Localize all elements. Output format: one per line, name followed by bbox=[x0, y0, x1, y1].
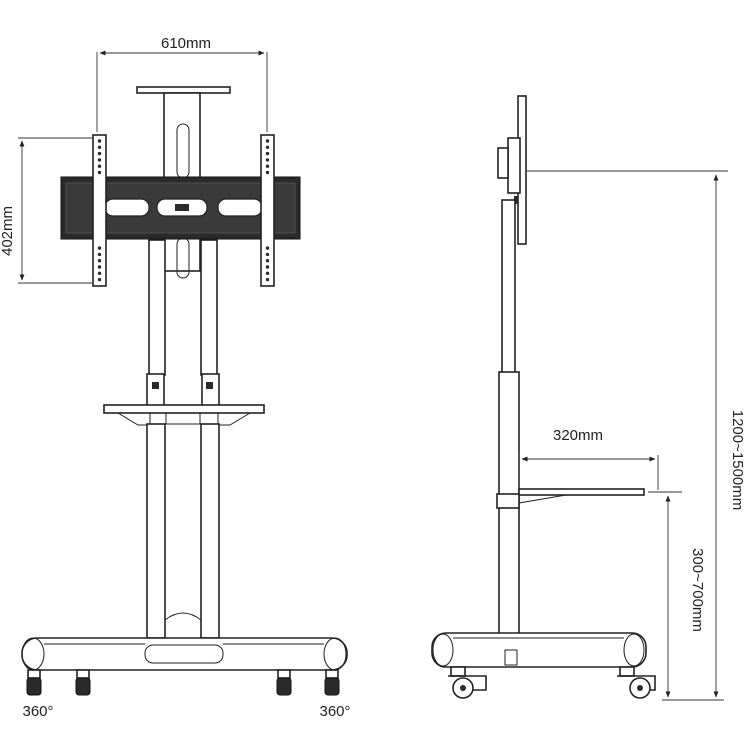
lower-columns bbox=[146, 423, 220, 639]
mount-hole bbox=[97, 158, 102, 162]
mount-hole bbox=[265, 259, 270, 263]
mount-hole bbox=[265, 271, 270, 275]
mount-hole bbox=[265, 145, 270, 149]
mount-hole bbox=[97, 271, 102, 275]
front-shelf bbox=[103, 404, 265, 426]
total-height-dimension: 1200~1500mm bbox=[526, 170, 746, 698]
mount-hole bbox=[97, 164, 102, 168]
mount-hole bbox=[97, 252, 102, 257]
mount-hole bbox=[97, 277, 102, 282]
width-label: 610mm bbox=[161, 35, 211, 52]
upper-columns bbox=[146, 239, 220, 410]
front-view: 610mm 402mm 360° 360° bbox=[0, 35, 351, 720]
height-label: 402mm bbox=[0, 206, 16, 256]
shelf-width-dimension: 320mm bbox=[518, 427, 659, 490]
mount-hole bbox=[265, 265, 270, 269]
front-casters bbox=[26, 669, 340, 696]
caster-icon bbox=[26, 669, 42, 696]
side-column bbox=[498, 199, 520, 635]
front-base bbox=[21, 637, 348, 671]
mount-hole bbox=[97, 139, 102, 143]
caster-icon bbox=[75, 669, 91, 696]
caster-icon bbox=[276, 669, 292, 696]
mount-hole bbox=[97, 246, 102, 250]
side-screen-panel bbox=[497, 95, 527, 245]
mount-hole bbox=[97, 145, 102, 149]
mount-hole bbox=[265, 170, 270, 175]
shelf-height-dimension: 300~700mm bbox=[648, 491, 724, 701]
mount-hole bbox=[265, 151, 270, 156]
mount-hole bbox=[265, 164, 270, 168]
mount-hole bbox=[97, 170, 102, 175]
side-shelf bbox=[496, 488, 645, 509]
width-dimension: 610mm bbox=[96, 35, 268, 132]
vesa-arm-right bbox=[260, 134, 275, 287]
side-caster-right bbox=[617, 666, 656, 699]
side-view: 320mm 300~700mm 1200~1500mm bbox=[431, 95, 746, 701]
side-caster-left bbox=[448, 666, 487, 699]
mount-hole bbox=[265, 252, 270, 257]
mount-hole bbox=[97, 259, 102, 263]
mount-hole bbox=[97, 265, 102, 269]
side-base bbox=[431, 632, 647, 668]
height-dimension: 402mm bbox=[0, 137, 92, 284]
mount-hole bbox=[97, 151, 102, 156]
mount-hole bbox=[265, 277, 270, 282]
mount-hole bbox=[265, 246, 270, 250]
caster-swivel-left-label: 360° bbox=[22, 703, 53, 720]
caster-swivel-right-label: 360° bbox=[319, 703, 350, 720]
total-height-label: 1200~1500mm bbox=[729, 410, 746, 511]
mount-hole bbox=[265, 158, 270, 162]
shelf-width-label: 320mm bbox=[553, 427, 603, 444]
mount-hole bbox=[265, 139, 270, 143]
caster-icon bbox=[324, 669, 340, 696]
shelf-height-label: 300~700mm bbox=[689, 548, 706, 632]
vesa-arm-left bbox=[92, 134, 107, 287]
